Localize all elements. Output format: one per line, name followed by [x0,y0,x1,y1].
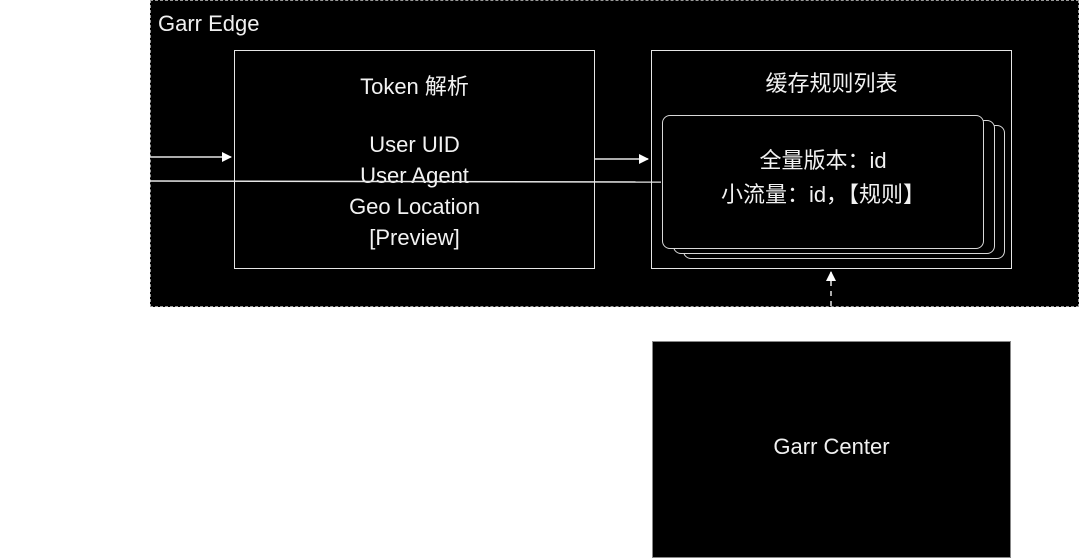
rule-card: 全量版本：id 小流量：id，【规则】 [662,115,984,249]
token-parse-box: Token 解析 User UID User Agent Geo Locatio… [234,50,595,269]
rule-small-traffic: 小流量：id，【规则】 [720,182,926,207]
token-parse-title: Token 解析 [360,74,469,99]
rule-full-version: 全量版本：id [759,148,887,173]
garr-edge-group: Garr Edge Token 解析 User UID User Agent G… [150,0,1079,307]
cache-rules-title: 缓存规则列表 [765,71,898,96]
token-field-preview: [Preview] [369,225,460,250]
token-field-geo-location: Geo Location [349,194,480,219]
cache-rules-box: 缓存规则列表 全量版本：id 小流量：id，【规则】 [651,50,1012,269]
garr-center-box: Garr Center [652,341,1011,558]
garr-edge-title: Garr Edge [158,11,260,36]
token-field-user-uid: User UID [369,132,460,157]
token-fields: User UID User Agent Geo Location [Previe… [235,129,594,253]
token-field-user-agent: User Agent [360,163,469,188]
garr-center-title: Garr Center [773,434,890,459]
